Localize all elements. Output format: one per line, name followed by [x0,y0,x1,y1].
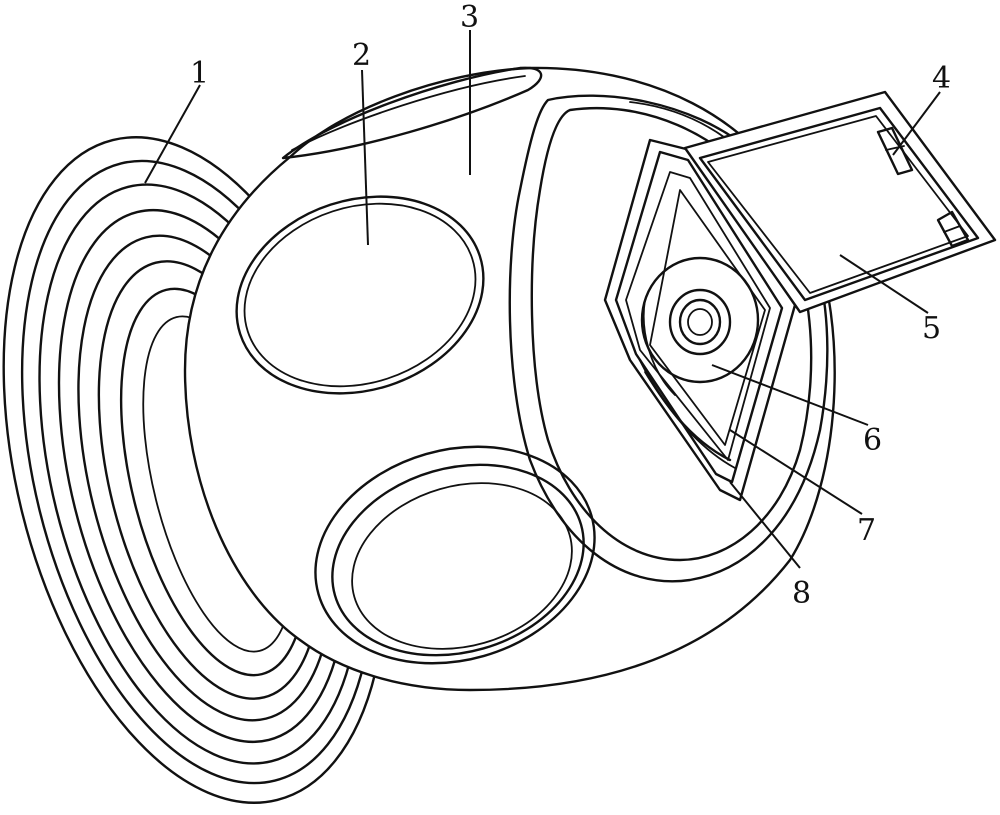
label-7: 7 [857,513,876,548]
leader-7 [729,429,863,515]
leader-2 [361,69,369,246]
leader-4 [892,91,941,156]
label-4: 4 [932,61,951,96]
hinged-lid [683,90,997,314]
leader-6 [711,364,869,426]
leader-lines [144,30,941,569]
label-8: 8 [792,576,811,611]
lower-window [314,445,596,665]
camera-bezel [603,138,797,502]
label-2: 2 [352,38,371,73]
label-6: 6 [863,423,882,458]
camera-lens [640,256,760,396]
reference-labels: 1 2 3 4 5 6 7 8 [190,0,951,611]
label-3: 3 [460,0,479,35]
leader-1 [144,84,201,184]
label-1: 1 [190,56,209,91]
leader-5 [839,254,929,314]
side-window [235,195,485,395]
leader-8 [729,481,801,569]
label-5: 5 [922,311,941,346]
